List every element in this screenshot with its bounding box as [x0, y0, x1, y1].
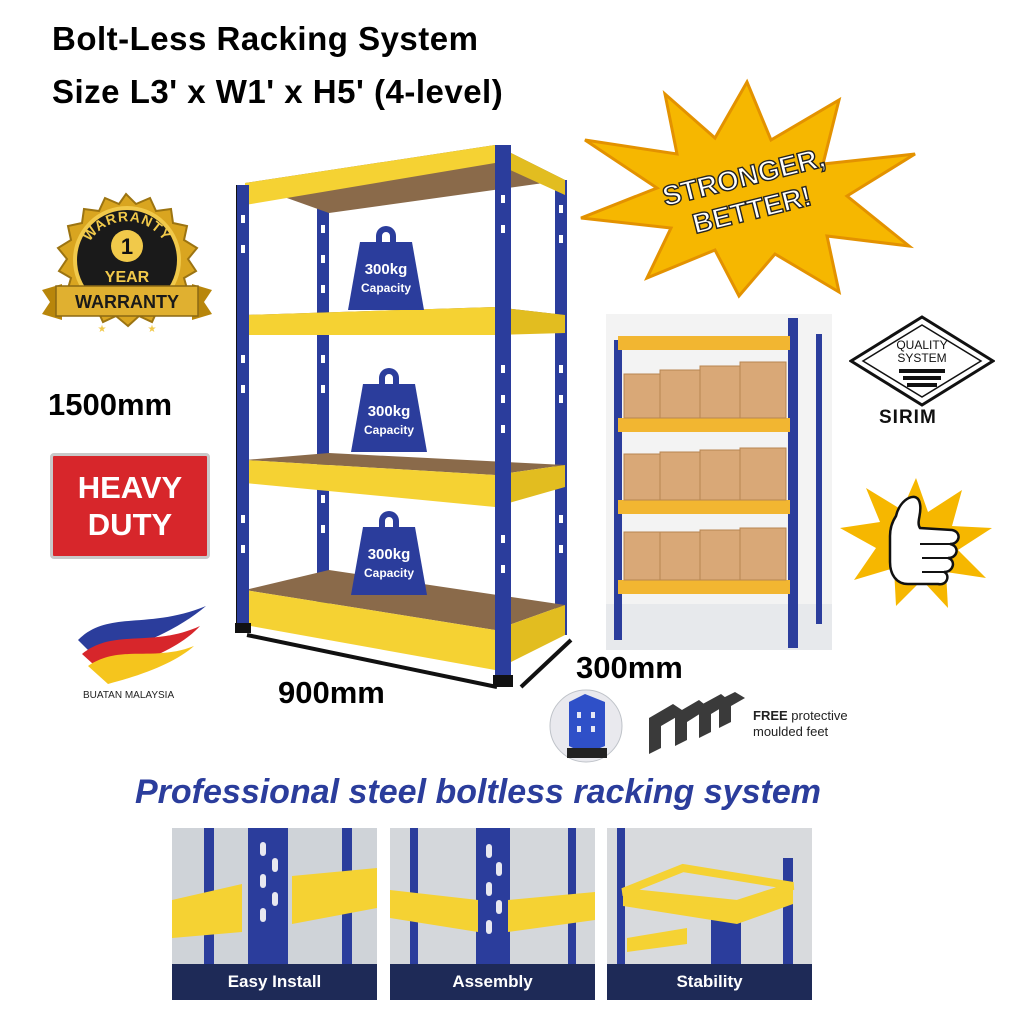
rack-illustration	[235, 145, 573, 689]
length-dimension: 900mm	[278, 675, 385, 710]
warranty-number: 1	[121, 234, 133, 259]
loaded-rack-photo	[606, 314, 832, 650]
capacity-label-2: Capacity	[364, 423, 414, 437]
warranty-badge: WARRANTY 1 YEAR WARRANTY ★ ★	[42, 192, 212, 335]
sirim-quality-logo: QUALITY SYSTEM	[849, 315, 995, 407]
capacity-value-3: 300kg	[368, 546, 411, 563]
stability-panel: Stability	[607, 828, 812, 1000]
capacity-label-1: Capacity	[361, 281, 411, 295]
sirim-line-2: SYSTEM	[897, 351, 946, 365]
svg-text:★: ★	[148, 324, 157, 335]
easy-install-caption: Easy Install	[172, 964, 377, 1000]
capacity-label-3: Capacity	[364, 566, 414, 580]
warranty-unit: YEAR	[105, 269, 150, 286]
capacity-value-2: 300kg	[368, 403, 411, 420]
feet-caption-free: FREE	[753, 708, 788, 723]
heavy-duty-line-1: HEAVY	[77, 469, 183, 505]
thumbs-up-icon	[840, 478, 992, 608]
tagline: Professional steel boltless racking syst…	[135, 773, 821, 811]
feet-caption: FREE protective moulded feet	[753, 708, 848, 740]
feet-caption-line-2: moulded feet	[753, 724, 829, 739]
easy-install-panel: Easy Install	[172, 828, 377, 1000]
capacity-weight-1: 300kg Capacity	[348, 226, 424, 310]
width-dimension: 300mm	[576, 650, 683, 685]
feet-caption-rest: protective	[787, 708, 848, 723]
protective-feet-image	[549, 689, 745, 763]
capacity-weight-3: 300kg Capacity	[351, 511, 427, 595]
warranty-banner-text: WARRANTY	[75, 292, 179, 312]
svg-text:★: ★	[98, 324, 107, 335]
title-line-2: Size L3' x W1' x H5' (4-level)	[52, 73, 504, 110]
buatan-malaysia-logo	[78, 606, 206, 684]
sirim-line-1: QUALITY	[896, 338, 947, 352]
heavy-duty-badge: HEAVY DUTY	[50, 453, 210, 559]
stability-caption: Stability	[607, 964, 812, 1000]
assembly-panel: Assembly	[390, 828, 595, 1000]
capacity-value-1: 300kg	[365, 261, 408, 278]
heavy-duty-line-2: DUTY	[87, 507, 173, 542]
assembly-caption: Assembly	[390, 964, 595, 1000]
capacity-weight-2: 300kg Capacity	[351, 368, 427, 452]
height-dimension: 1500mm	[48, 387, 173, 422]
stronger-better-starburst: STRONGER, BETTER!	[580, 78, 916, 299]
title-line-1: Bolt-Less Racking System	[52, 20, 479, 57]
sirim-label: SIRIM	[879, 407, 937, 428]
buatan-malaysia-text: BUATAN MALAYSIA	[83, 690, 175, 701]
